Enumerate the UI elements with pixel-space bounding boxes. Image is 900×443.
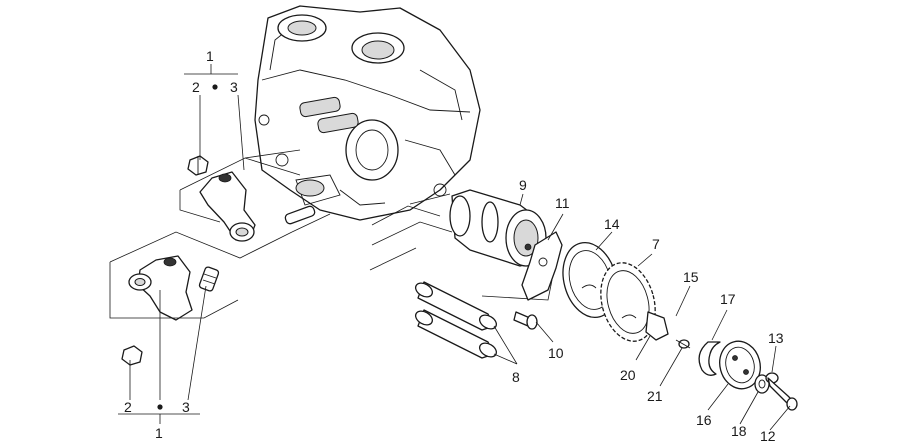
callout-9: 9 — [519, 177, 527, 193]
callout-15: 15 — [683, 269, 699, 285]
callout-13: 13 — [768, 330, 784, 346]
rocker-shaft — [284, 205, 316, 225]
circlip — [698, 341, 721, 376]
callout-16: 16 — [696, 412, 712, 428]
decompressor-weight — [645, 311, 691, 349]
callout-8: 8 — [512, 369, 520, 385]
adjuster-nut-upper — [187, 155, 209, 176]
adjuster-nut-lower — [121, 345, 143, 366]
callout-17: 17 — [720, 291, 736, 307]
bolt-10 — [513, 311, 538, 330]
callout-10: 10 — [548, 345, 564, 361]
callout-21: 21 — [647, 388, 663, 404]
pin-upper — [414, 281, 498, 331]
centrifugal-hub — [719, 340, 761, 390]
callout-3-bottom: 3 — [182, 399, 190, 415]
pin-lower — [414, 309, 498, 359]
bolt-13 — [765, 372, 798, 411]
adjuster-screw-lower — [198, 266, 220, 292]
callout-18: 18 — [731, 423, 747, 439]
cam-sprocket — [600, 262, 656, 342]
rocker-arm-lower — [128, 255, 193, 321]
leader-lines — [118, 64, 791, 431]
callout-labels: 1 2 3 9 11 14 7 15 17 13 10 8 20 21 16 1… — [124, 48, 784, 443]
rocker-arm-upper — [199, 171, 256, 242]
bullet-bottom — [157, 404, 163, 410]
callout-2-top: 2 — [192, 79, 200, 95]
callout-1-top: 1 — [206, 48, 214, 64]
cylinder-head — [254, 5, 481, 221]
callout-11: 11 — [555, 195, 570, 211]
callout-20: 20 — [620, 367, 636, 383]
callout-3-top: 3 — [230, 79, 238, 95]
callout-12: 12 — [760, 428, 776, 443]
callout-1-bottom: 1 — [155, 425, 163, 441]
bullet-top — [212, 84, 218, 90]
assembly-guide-lines — [109, 149, 553, 319]
retainer-plate — [521, 231, 563, 301]
washer — [754, 374, 770, 394]
callout-7: 7 — [652, 236, 660, 252]
callout-14: 14 — [604, 216, 620, 232]
callout-2-bottom: 2 — [124, 399, 132, 415]
